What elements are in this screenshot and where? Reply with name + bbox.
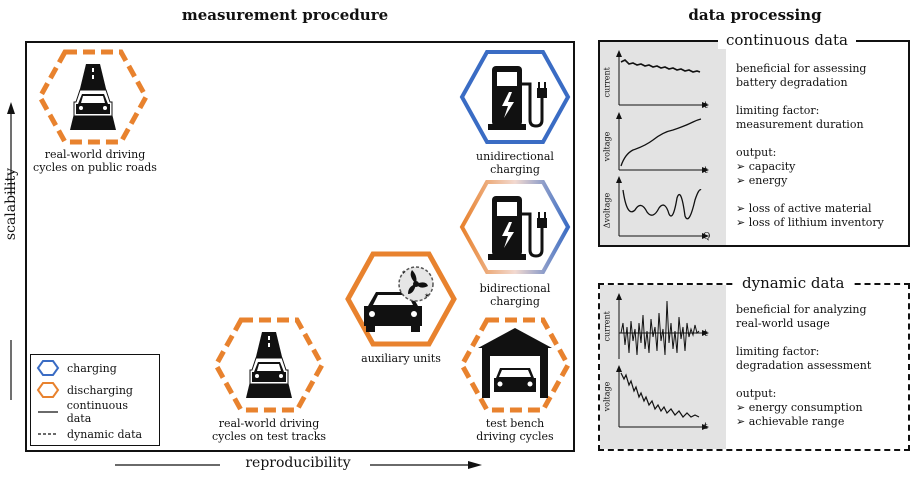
beneficial-text: beneficial for assessing xyxy=(736,62,867,75)
continuous-panel xyxy=(598,40,910,247)
continuous-panel-title: continuous data xyxy=(718,31,856,49)
hexagon-icon xyxy=(35,382,61,398)
legend-item-discharging: discharging xyxy=(35,379,155,401)
node-test-bench xyxy=(459,317,571,417)
beneficial-text: beneficial for analyzing xyxy=(736,303,867,316)
mini-plot-xlabel: Q xyxy=(703,232,711,242)
node-label-unidirectional: unidirectional charging xyxy=(440,150,590,176)
node-label-line: cycles on public roads xyxy=(33,161,157,174)
legend-label: dynamic data xyxy=(67,427,143,441)
mini-plot-xlabel: t xyxy=(704,166,708,176)
node-auxiliary: * ✶ xyxy=(345,251,457,351)
y-axis xyxy=(0,100,24,450)
dynamic-mini-plots xyxy=(616,293,709,430)
continuous-text: beneficial for assessing battery degrada… xyxy=(736,62,906,230)
output-item: ➢ loss of active material xyxy=(736,202,872,215)
node-label-line: charging xyxy=(490,163,540,176)
mini-plot-ylabel: current xyxy=(602,311,612,342)
left-title: measurement procedure xyxy=(181,6,389,24)
node-bidirectional xyxy=(459,180,571,279)
output-text: achievable range xyxy=(748,415,845,428)
mini-plot-xlabel: t xyxy=(704,101,708,111)
mini-plot-xlabel: t xyxy=(704,422,708,432)
road-car-icon xyxy=(213,317,325,413)
output-label: output: xyxy=(736,146,777,159)
legend-label: continuous data xyxy=(66,399,129,425)
y-axis-label: scalability xyxy=(3,167,19,241)
output-text: loss of active material xyxy=(748,202,872,215)
dynamic-plots-bg xyxy=(600,285,726,449)
node-unidirectional xyxy=(459,50,571,149)
mini-plot-ylabel: voltage xyxy=(602,131,612,162)
svg-text:*: * xyxy=(402,270,406,278)
mini-plot-ylabel: Δvoltage xyxy=(602,192,612,229)
dynamic-text: beneficial for analyzing real-world usag… xyxy=(736,303,906,429)
svg-text:✶: ✶ xyxy=(424,292,430,300)
node-label-line: real-world driving xyxy=(44,148,146,161)
output-text: capacity xyxy=(748,160,796,173)
beneficial-text: real-world usage xyxy=(736,317,830,330)
node-label-line: driving cycles xyxy=(476,430,554,443)
limiting-text: limiting factor: xyxy=(736,104,820,117)
hexagon-icon xyxy=(35,360,61,376)
legend: charging discharging continuous data dyn… xyxy=(30,354,160,446)
node-label-line: cycles on test tracks xyxy=(211,430,327,443)
limiting-text: limiting factor: xyxy=(736,345,820,358)
node-label-test-tracks: real-world driving cycles on test tracks xyxy=(194,417,344,443)
garage-car-icon xyxy=(459,317,571,413)
car-fan-icon: * ✶ xyxy=(345,251,457,347)
output-text: energy consumption xyxy=(748,401,863,414)
beneficial-text: battery degradation xyxy=(736,76,848,89)
node-label-roads: real-world driving cycles on public road… xyxy=(20,148,170,174)
charging-station-icon xyxy=(459,180,571,274)
node-label-bidirectional: bidirectional charging xyxy=(440,282,590,308)
x-axis-arrow xyxy=(115,461,482,469)
x-axis-label: reproducibility xyxy=(245,455,351,471)
output-text: energy xyxy=(748,174,788,187)
node-label-line: real-world driving xyxy=(218,417,320,430)
right-title: data processing xyxy=(688,6,822,24)
mini-plot-xlabel: t xyxy=(704,329,708,339)
output-item: ➢ achievable range xyxy=(736,415,845,428)
legend-label: charging xyxy=(67,361,117,375)
y-axis-arrow xyxy=(7,102,15,400)
output-label: output: xyxy=(736,387,777,400)
mini-plot-ylabel: current xyxy=(602,67,612,98)
node-label-auxiliary: auxiliary units xyxy=(361,352,441,365)
node-real-world-roads xyxy=(37,49,149,149)
solid-line-icon xyxy=(35,404,61,420)
road-car-icon xyxy=(37,49,149,145)
limiting-text: measurement duration xyxy=(736,118,864,131)
output-item: ➢ energy consumption xyxy=(736,401,863,414)
legend-item-dynamic: dynamic data xyxy=(35,423,155,445)
node-label-line: test bench xyxy=(485,417,545,430)
node-label-test-bench: test bench driving cycles xyxy=(440,417,590,443)
output-item: ➢ loss of lithium inventory xyxy=(736,216,884,229)
limiting-text: degradation assessment xyxy=(736,359,872,372)
continuous-mini-plots xyxy=(616,50,709,239)
dashed-line-icon xyxy=(35,426,61,442)
node-label-line: unidirectional xyxy=(476,150,554,163)
x-axis xyxy=(110,455,490,479)
measurement-box xyxy=(25,41,575,452)
node-label-line: bidirectional xyxy=(479,282,551,295)
output-text: loss of lithium inventory xyxy=(748,216,884,229)
legend-item-charging: charging xyxy=(35,357,155,379)
dynamic-panel-title: dynamic data xyxy=(734,274,853,292)
output-item: ➢ energy xyxy=(736,174,788,187)
mini-plot-ylabel: voltage xyxy=(602,381,612,412)
node-test-tracks xyxy=(213,317,325,417)
legend-label: discharging xyxy=(67,383,133,397)
continuous-plots-bg xyxy=(600,42,726,245)
output-item: ➢ capacity xyxy=(736,160,796,173)
legend-item-continuous: continuous data xyxy=(35,399,155,425)
node-label-line: charging xyxy=(490,295,540,308)
charging-station-icon xyxy=(459,50,571,144)
